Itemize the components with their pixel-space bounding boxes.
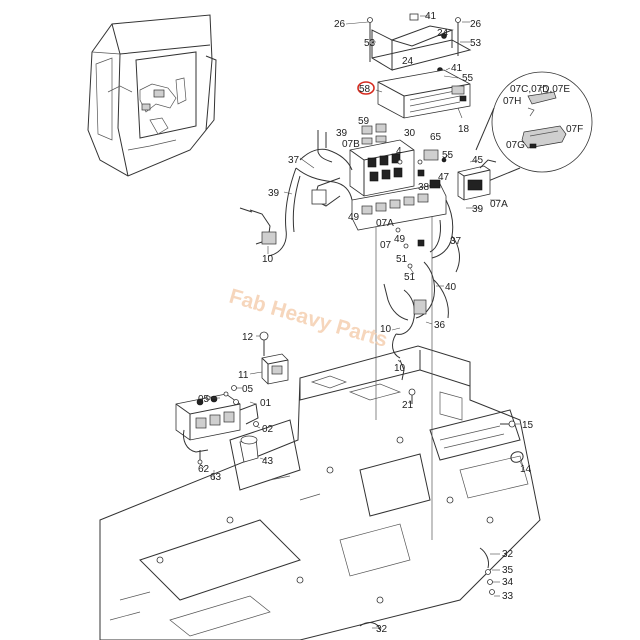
callout-label: 41 — [425, 11, 437, 22]
relay-block — [349, 123, 415, 197]
valve-assembly — [175, 391, 259, 465]
callout-label: 65 — [430, 132, 442, 143]
callout-label: 40 — [445, 282, 457, 293]
callout-label: 43 — [262, 456, 274, 467]
callout-label: 07B — [342, 139, 360, 150]
callout-label: 30 — [404, 128, 416, 139]
callout-label: 58 — [359, 84, 371, 95]
inset-label: 07C,07D,07E — [510, 84, 570, 95]
callout-label: 37 — [450, 236, 462, 247]
callout-label: 49 — [394, 234, 406, 245]
controller-unit — [377, 69, 471, 119]
callout-label: 07A — [376, 218, 394, 229]
callout-label: 15 — [522, 420, 534, 431]
reference-lines — [375, 198, 433, 540]
callout-label: 18 — [458, 124, 470, 135]
part-callouts: 26 41 26 53 24 53 24 41 55 58 18 59 39 3… — [198, 11, 534, 635]
connector-row — [351, 149, 447, 231]
switch-bracket — [259, 331, 289, 385]
inset-label: 07F — [566, 124, 583, 135]
callout-label: 59 — [358, 116, 370, 127]
detail-inset — [475, 71, 593, 187]
callout-label: 36 — [434, 320, 446, 331]
callout-label: 10 — [394, 363, 406, 374]
callout-label: 11 — [238, 370, 249, 381]
controller-bracket — [367, 13, 472, 73]
callout-label: 07 — [380, 240, 392, 251]
callout-label: 38 — [418, 182, 430, 193]
callout-label: 55 — [442, 150, 454, 161]
callout-label: 32 — [376, 624, 388, 635]
callout-label: 33 — [502, 591, 514, 602]
callout-label: 51 — [396, 254, 408, 265]
callout-label: 53 — [470, 38, 482, 49]
inset-label: 07H — [503, 96, 521, 107]
callout-label: 37 — [288, 155, 300, 166]
right-connector-box — [457, 159, 497, 201]
callout-label: 41 — [451, 63, 463, 74]
leader-lines — [199, 15, 525, 629]
callout-label: 05 — [198, 394, 210, 405]
callout-label: 01 — [260, 398, 272, 409]
cab-illustration — [87, 14, 217, 177]
callout-label: 14 — [520, 464, 532, 475]
callout-label: 55 — [462, 73, 474, 84]
callout-label: 53 — [364, 38, 376, 49]
callout-label: 47 — [438, 172, 450, 183]
callout-label: 51 — [404, 272, 416, 283]
callout-label: 12 — [242, 332, 254, 343]
callout-label: 05 — [242, 384, 254, 395]
callout-label: 39 — [268, 188, 280, 199]
callout-label: 35 — [502, 565, 514, 576]
callout-label: 39 — [472, 204, 484, 215]
inset-labels: 07C,07D,07E 07H 07G 07F — [503, 84, 583, 151]
callout-label: 39 — [336, 128, 348, 139]
callout-label: 10 — [262, 254, 274, 265]
callout-label: 07A — [490, 199, 508, 210]
callout-label: 45 — [472, 155, 484, 166]
callout-label: 32 — [502, 549, 514, 560]
callout-label: 62 — [198, 464, 210, 475]
callout-label: 10 — [380, 324, 392, 335]
small-hardware — [231, 157, 524, 631]
callout-label: 21 — [402, 400, 414, 411]
callout-label: 24 — [402, 56, 414, 67]
callout-label: 26 — [470, 19, 482, 30]
callout-label: 02 — [262, 424, 274, 435]
inset-label: 07G — [506, 140, 525, 151]
callout-label: 49 — [348, 212, 360, 223]
main-frame — [99, 345, 541, 640]
callout-label: 34 — [502, 577, 514, 588]
callout-label: 26 — [334, 19, 346, 30]
highlight-ring — [357, 81, 375, 95]
wiring-harness — [239, 130, 460, 359]
callout-label: 4 — [396, 146, 402, 157]
callout-label: 63 — [210, 472, 222, 483]
callout-label: 24 — [437, 28, 449, 39]
